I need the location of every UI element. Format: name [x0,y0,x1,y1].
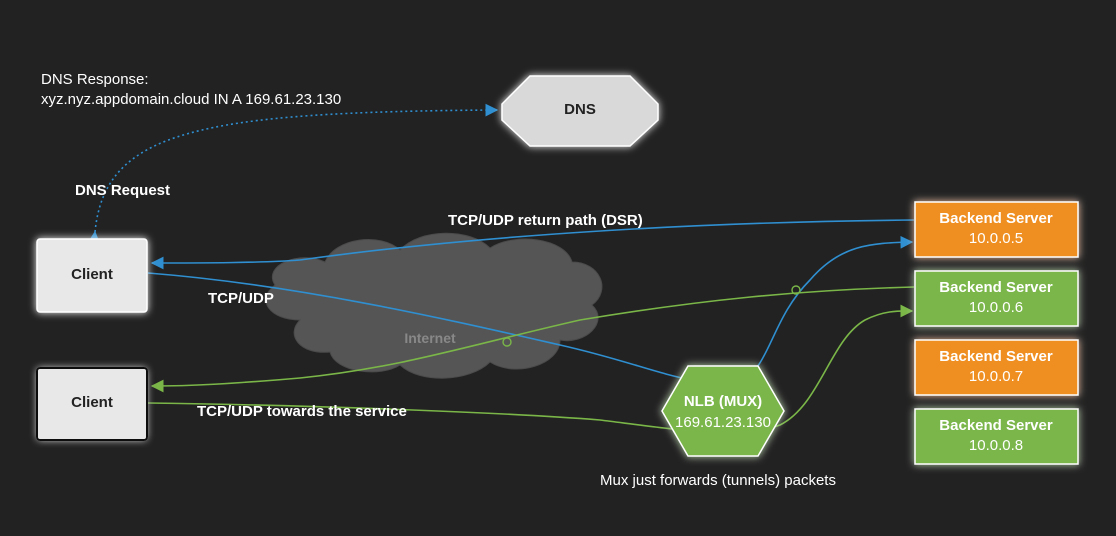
backend-server-4[interactable]: Backend Server 10.0.0.8 [914,408,1079,465]
backend-ip: 10.0.0.6 [969,299,1023,316]
client-label: Client [71,266,113,283]
dns-node[interactable]: DNS [501,75,659,147]
backend-server-1[interactable]: Backend Server 10.0.0.5 [914,201,1079,258]
backend-ip: 10.0.0.8 [969,437,1023,454]
line-hop [502,337,512,347]
dns-request-label: DNS Request [75,182,170,199]
nlb-ip: 169.61.23.130 [675,414,771,431]
dns-response-title: DNS Response: [41,71,149,88]
internet-cloud: Internet [265,232,603,379]
return-path-label: TCP/UDP return path (DSR) [448,212,643,229]
client-node-2[interactable]: Client [36,367,148,441]
backend-title: Backend Server [939,210,1053,227]
backend-servers: Backend Server 10.0.0.5 Backend Server 1… [914,201,1079,465]
nlb-mux-node[interactable]: NLB (MUX) 169.61.23.130 [661,365,785,457]
backend-title: Backend Server [939,417,1053,434]
dns-response-record: xyz.nyz.appdomain.cloud IN A 169.61.23.1… [41,91,341,108]
line-hop [791,285,801,295]
backend-title: Backend Server [939,348,1053,365]
backend-title: Backend Server [939,279,1053,296]
client-label: Client [71,394,113,411]
client-node-1[interactable]: Client [36,238,148,313]
internet-label: Internet [404,330,456,346]
backend-server-3[interactable]: Backend Server 10.0.0.7 [914,339,1079,396]
dns-label: DNS [564,101,596,118]
backend-ip: 10.0.0.7 [969,368,1023,385]
return-path-line [150,219,915,270]
backend-server-2[interactable]: Backend Server 10.0.0.6 [914,270,1079,327]
backend-ip: 10.0.0.5 [969,230,1023,247]
nlb-title: NLB (MUX) [684,393,762,410]
tcp-udp-label: TCP/UDP [208,290,274,307]
mux-note: Mux just forwards (tunnels) packets [600,472,836,489]
green-return-line [150,286,915,393]
towards-service-label: TCP/UDP towards the service [197,403,407,420]
dns-request-link [87,103,499,245]
